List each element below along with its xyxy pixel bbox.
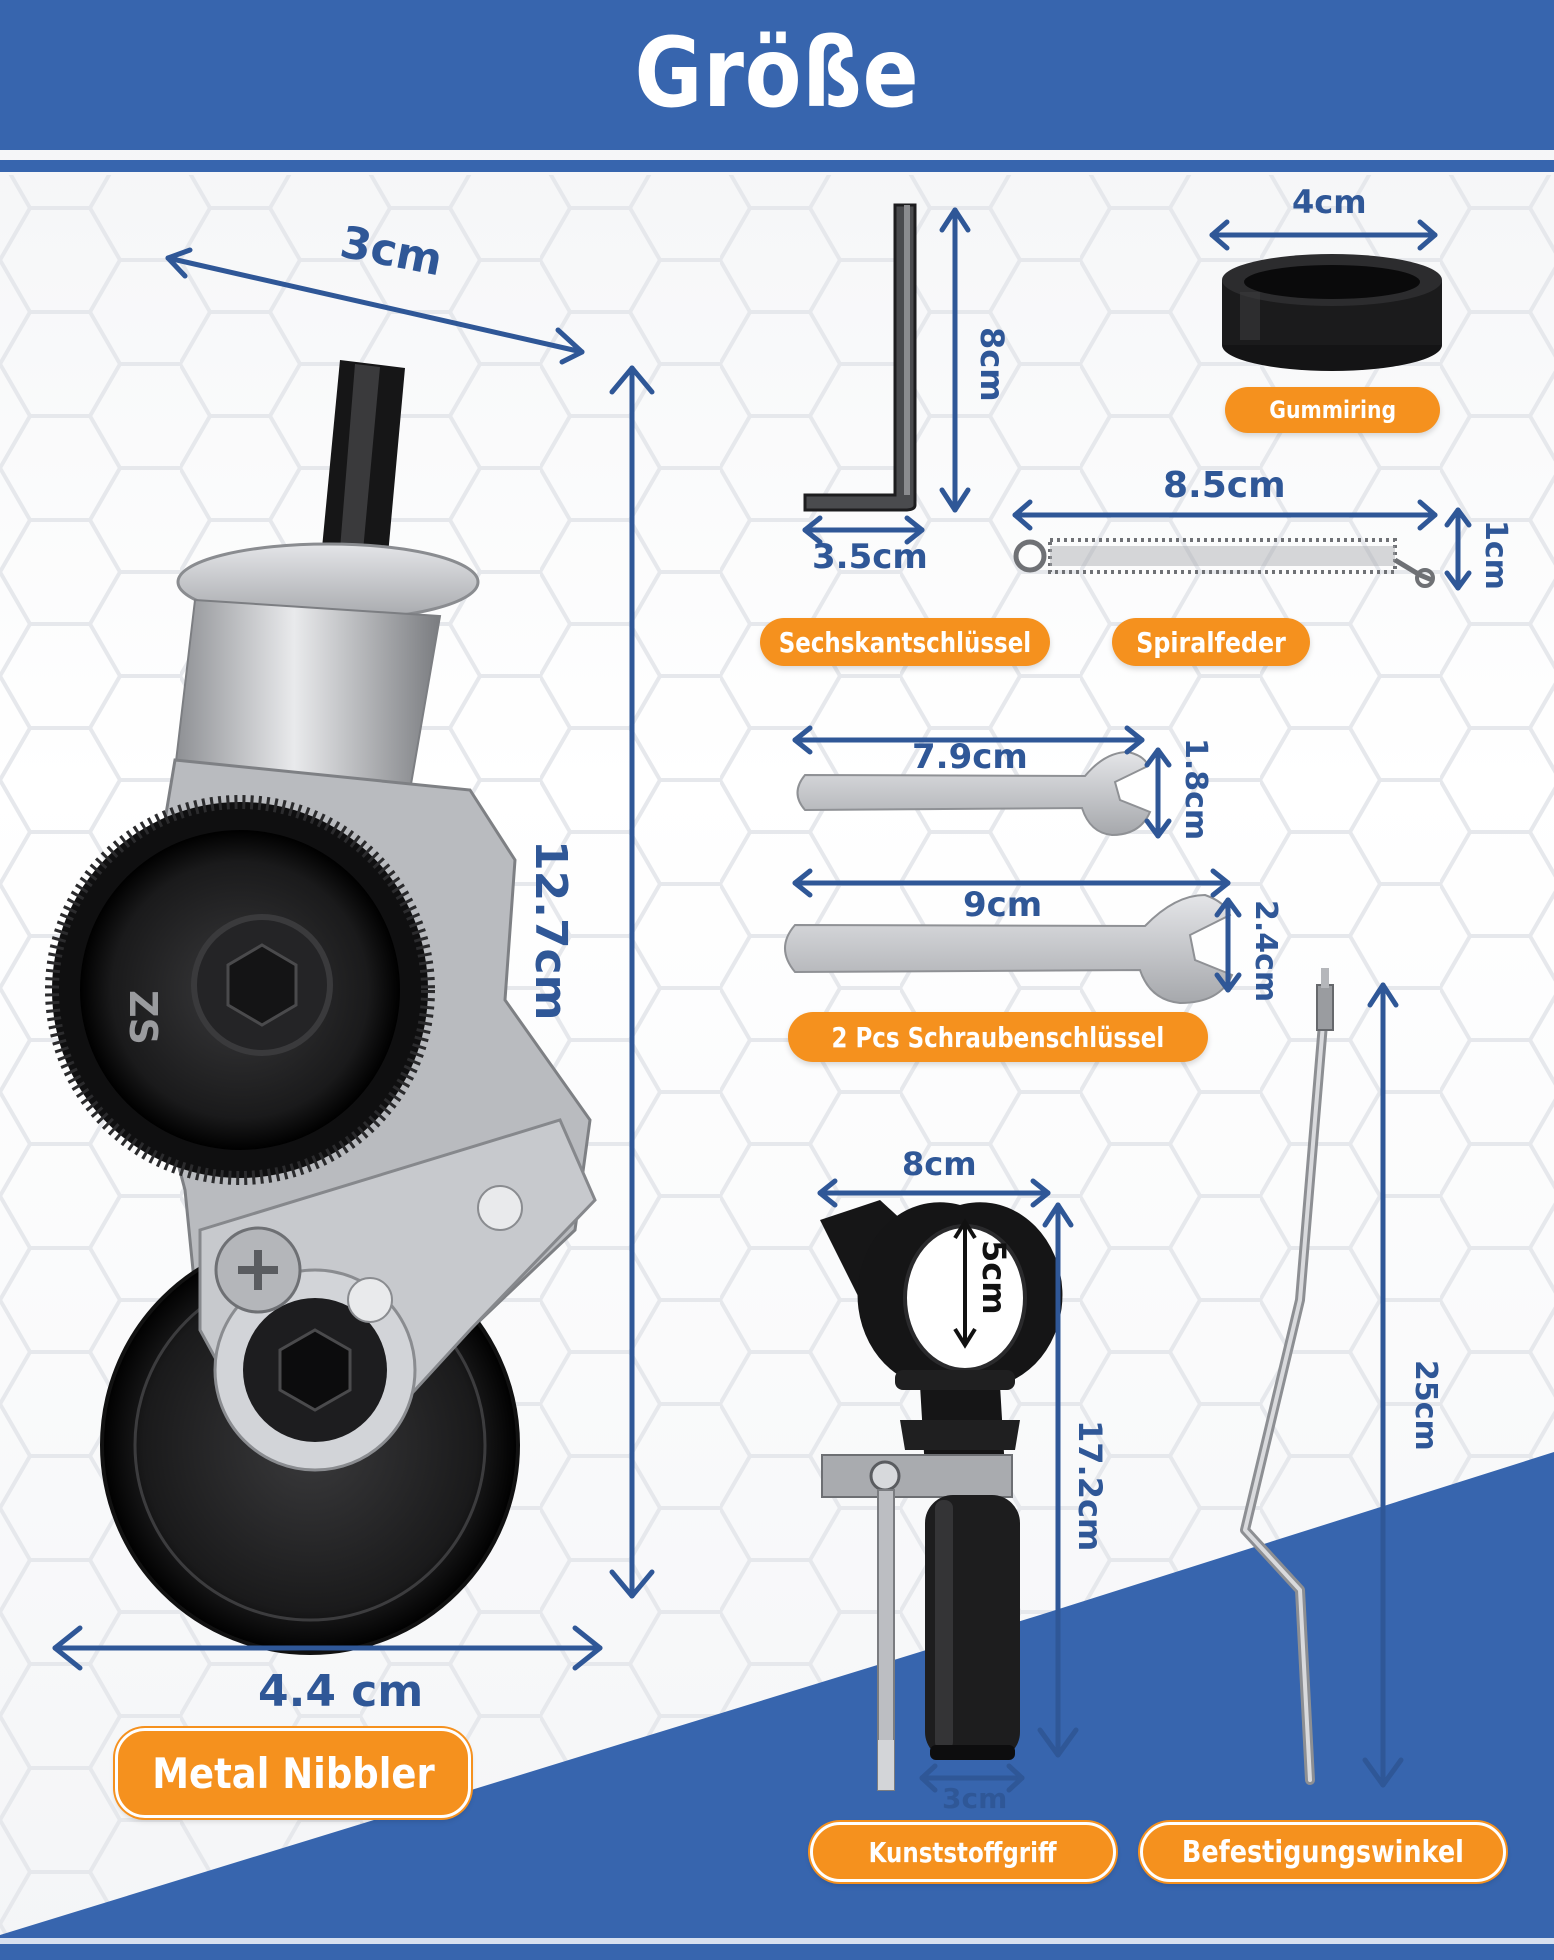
hex-key-label: Sechskantschlüssel [760,618,1050,666]
wrench-small-length-label: 7.9cm [912,737,1028,777]
spring-height-label: 1cm [1478,520,1513,590]
bracket-height-label: 25cm [1408,1360,1443,1451]
nibbler-height-label: 12.7cm [525,840,576,1021]
spring-illustration [1013,538,1435,588]
wrenches-name-label: 2 Pcs Schraubenschlüssel [788,1012,1208,1062]
nibbler-illustration: ZS [45,360,597,1655]
bottom-line [0,1938,1554,1944]
rubber-ring-illustration [1222,254,1442,371]
rubber-ring-width-label: 4cm [1292,183,1367,221]
header-bar [0,0,1554,150]
bracket-name-label: Befestigungswinkel [1140,1822,1506,1882]
wrench-small-width-label: 1.8cm [1178,738,1213,841]
handle-name-label: Kunststoffgriff [810,1822,1116,1882]
hex-key-width-label: 3.5cm [812,537,928,577]
wrench-large-width-label: 2.4cm [1248,900,1283,1003]
handle-width-label: 8cm [902,1145,977,1183]
rubber-ring-name-label: Gummiring [1225,387,1440,433]
wrench-small-illustration [796,750,1152,837]
handle-ring-label: 5cm [975,1240,1013,1315]
handle-grip-label: 3cm [942,1782,1008,1815]
inner-ring-arrow [953,1218,977,1349]
metal-nibbler-label: Metal Nibbler [115,1728,471,1818]
nibbler-width-bottom-label: 4.4 cm [258,1666,424,1717]
header-divider [0,160,1554,172]
dimension-arrows [52,207,1472,1793]
wrench-large-illustration [784,893,1234,1005]
hex-key-illustration [803,203,917,512]
wrench-large-length-label: 9cm [963,885,1043,925]
svg-text:ZS: ZS [121,990,165,1045]
hex-key-height-label: 8cm [973,327,1011,402]
handle-illustration [820,1200,1063,1791]
nibbler-housing [173,598,442,792]
spring-length-label: 8.5cm [1163,465,1286,506]
handle-height-label: 17.2cm [1071,1420,1109,1552]
page-title: Größe [634,17,920,129]
spring-name-label: Spiralfeder [1112,618,1310,666]
bracket-illustration [1240,968,1334,1785]
